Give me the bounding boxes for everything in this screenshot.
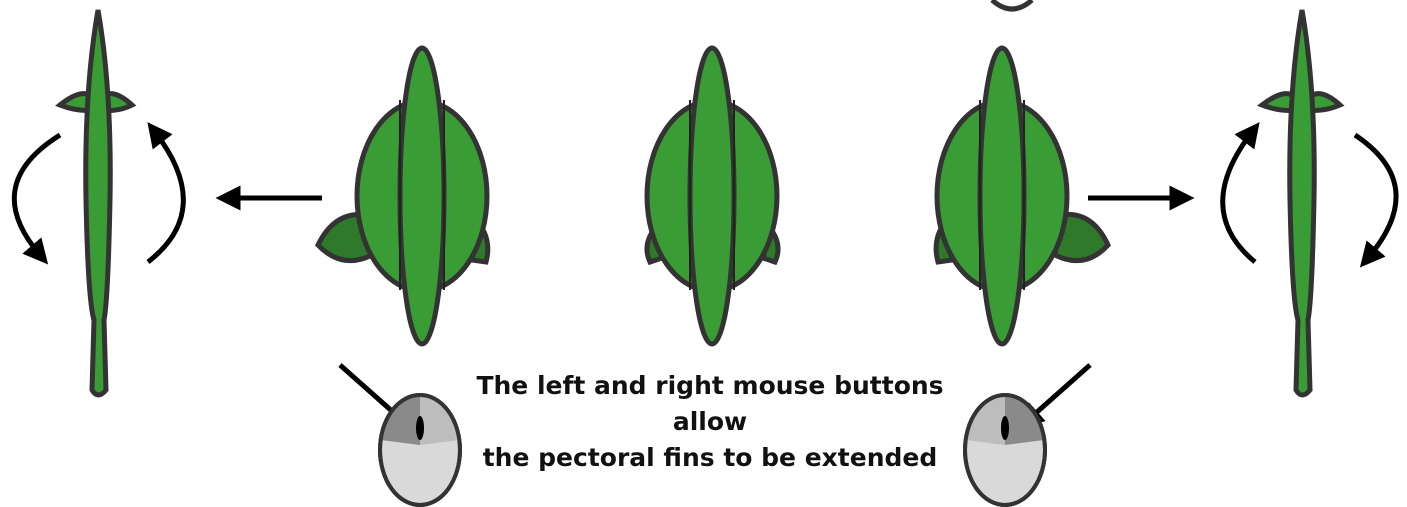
fish-neutral bbox=[647, 48, 778, 344]
fish-side-view-right bbox=[1262, 10, 1340, 395]
partial-circle-decoration bbox=[992, 0, 1032, 9]
arrow-to-right-mouse-button bbox=[1028, 365, 1090, 420]
caption-text: The left and right mouse buttons allow t… bbox=[440, 368, 980, 476]
fish-right-fin-extended bbox=[936, 48, 1108, 344]
caption-line-1: The left and right mouse buttons allow bbox=[440, 368, 980, 440]
caption-line-2: the pectoral fins to be extended bbox=[440, 440, 980, 476]
fish-side-view-left bbox=[60, 10, 132, 395]
fish-left-fin-extended bbox=[318, 48, 488, 344]
